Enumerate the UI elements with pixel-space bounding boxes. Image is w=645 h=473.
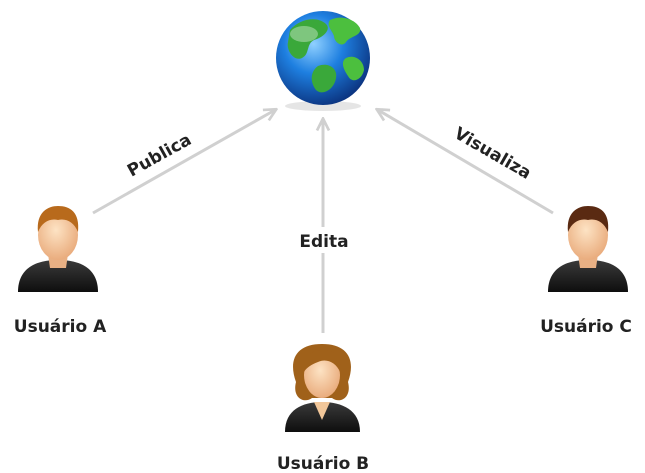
user-c-label: Usuário C (540, 317, 632, 337)
edge-label-visualiza: Visualiza (451, 124, 535, 184)
arrow-visualiza (378, 110, 554, 215)
globe-icon (276, 11, 370, 111)
user-b-label: Usuário B (277, 454, 369, 473)
arrow-publica (92, 110, 275, 215)
edge-edita: Edita (293, 120, 355, 333)
user-a-label: Usuário A (14, 317, 107, 337)
user-c-avatar (548, 206, 628, 292)
edge-visualiza: Visualiza (378, 110, 554, 215)
edge-label-edita: Edita (299, 232, 348, 252)
edge-publica: Publica (92, 110, 275, 215)
user-a-avatar (18, 206, 98, 292)
user-b-avatar (285, 344, 360, 432)
edge-label-bg-edita (293, 227, 355, 253)
